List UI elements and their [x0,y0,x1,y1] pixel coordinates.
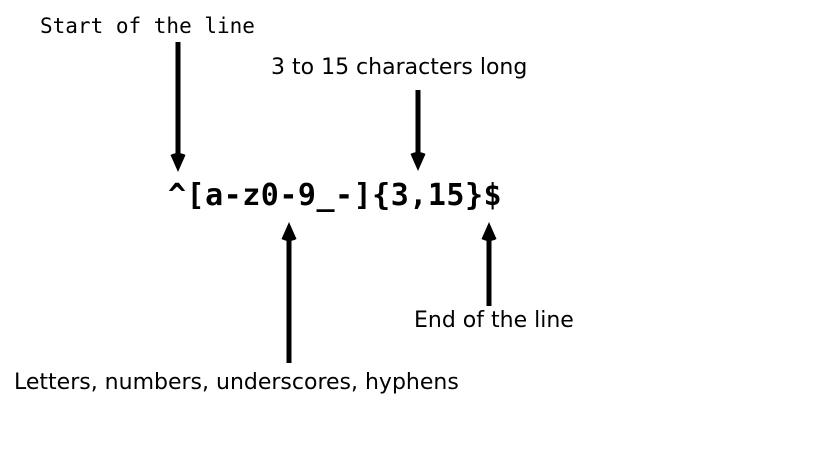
arrow-head-end-of-line [481,222,497,241]
annotation-label-start-of-line: Start of the line [40,14,255,38]
annotation-label-end-of-line: End of the line [414,308,574,333]
arrow-head-start-of-line [170,153,186,172]
arrow-head-length-quantifier [410,152,426,171]
regex-expression-text: ^[a-z0-9_-]{3,15}$ [168,178,503,213]
arrow-head-character-class [281,222,297,241]
annotation-label-length-quantifier: 3 to 15 characters long [271,55,528,80]
annotation-label-character-class: Letters, numbers, underscores, hyphens [14,370,459,395]
